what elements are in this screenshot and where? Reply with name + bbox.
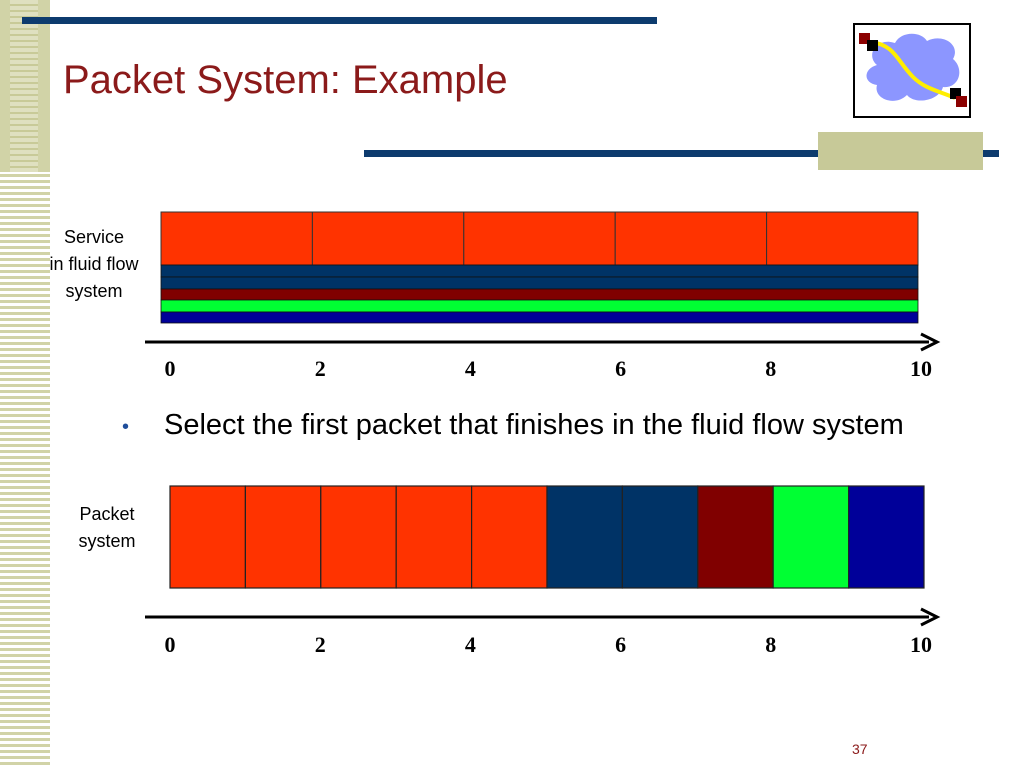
fluid-flow-strip xyxy=(160,299,919,313)
fluid-tick-label: 6 xyxy=(615,356,626,381)
fluid-red-segment xyxy=(766,211,919,266)
fluid-red-segment xyxy=(463,211,616,266)
top-rule xyxy=(22,17,657,24)
bullet-marker: • xyxy=(122,416,130,438)
fluid-tick-label: 10 xyxy=(910,356,932,381)
fluid-flow-strip xyxy=(160,288,919,301)
slide-title: Packet System: Example xyxy=(63,58,508,102)
fluid-flow-strip xyxy=(160,264,919,278)
fluid-red-segment xyxy=(311,211,465,266)
fluid-label-line-3: system xyxy=(65,281,123,301)
fluid-label-line-1: Service xyxy=(63,227,125,247)
packet-bar xyxy=(471,485,548,589)
packet-bar xyxy=(169,485,247,589)
packet-axis-arrow xyxy=(920,607,941,627)
packet-tick-label: 2 xyxy=(315,632,326,657)
packet-bar xyxy=(320,485,397,589)
packet-bar xyxy=(621,485,699,589)
fluid-tick-label: 0 xyxy=(165,356,176,381)
fluid-red-segment xyxy=(614,211,768,266)
fluid-tick-label: 4 xyxy=(465,356,476,381)
header-accent-block xyxy=(818,132,983,170)
network-cloud-icon xyxy=(853,23,971,118)
packet-bar xyxy=(395,485,473,589)
packet-tick-label: 6 xyxy=(615,632,626,657)
fluid-flow-strip xyxy=(160,276,919,290)
bullet-text: Select the first packet that finishes in… xyxy=(164,409,904,441)
packet-bar xyxy=(244,485,322,589)
packet-tick-label: 0 xyxy=(165,632,176,657)
packet-bar xyxy=(847,485,925,589)
page-number: 37 xyxy=(852,741,868,757)
packet-tick-label: 10 xyxy=(910,632,932,657)
fluid-system-label: Service in fluid flow system xyxy=(28,224,160,305)
header-rule xyxy=(364,150,999,157)
packet-label-line-2: system xyxy=(78,531,136,551)
packet-bar xyxy=(697,485,774,589)
packet-label-line-1: Packet xyxy=(79,504,135,524)
packet-bar xyxy=(772,485,850,589)
packet-tick-label: 4 xyxy=(465,632,476,657)
side-band-pattern xyxy=(10,0,38,172)
packet-bar xyxy=(546,485,624,589)
packet-tick-label: 8 xyxy=(765,632,776,657)
fluid-tick-label: 8 xyxy=(765,356,776,381)
fluid-axis-arrow xyxy=(920,332,941,352)
packet-system-chart: 0 2 4 6 8 10 xyxy=(145,485,941,657)
fluid-red-segment xyxy=(160,211,313,266)
fluid-label-line-2: in fluid flow xyxy=(49,254,139,274)
fluid-tick-label: 2 xyxy=(315,356,326,381)
packet-system-label: Packet system xyxy=(60,501,154,555)
fluid-flow-strip xyxy=(160,311,919,324)
fluid-flow-chart: 0 2 4 6 8 10 xyxy=(145,211,941,381)
